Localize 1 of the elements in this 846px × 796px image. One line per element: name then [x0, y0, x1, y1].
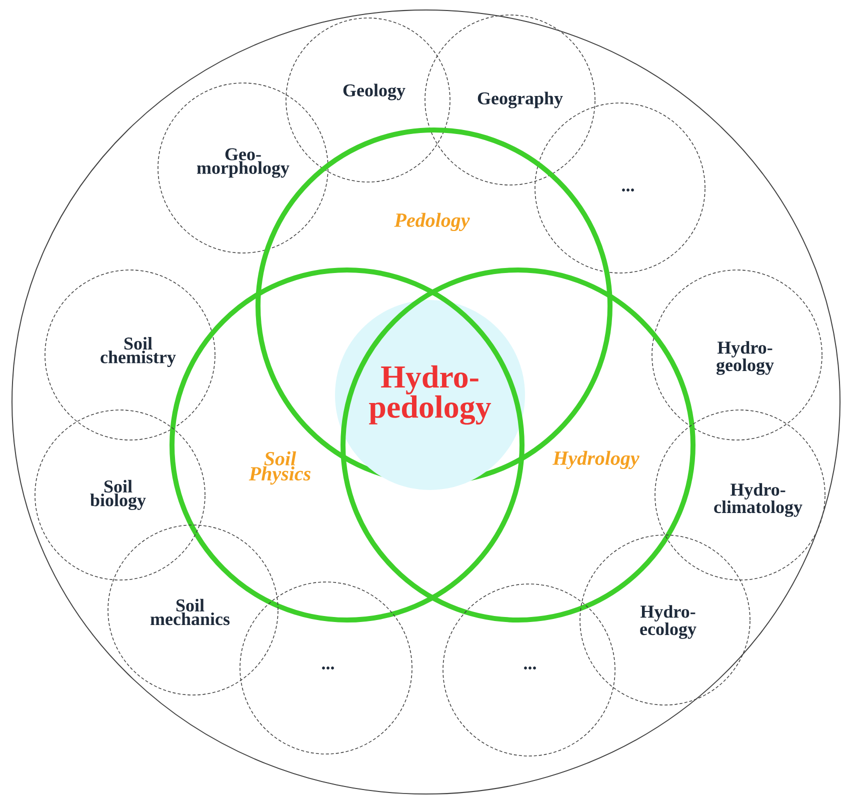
outer-circle — [12, 10, 840, 794]
